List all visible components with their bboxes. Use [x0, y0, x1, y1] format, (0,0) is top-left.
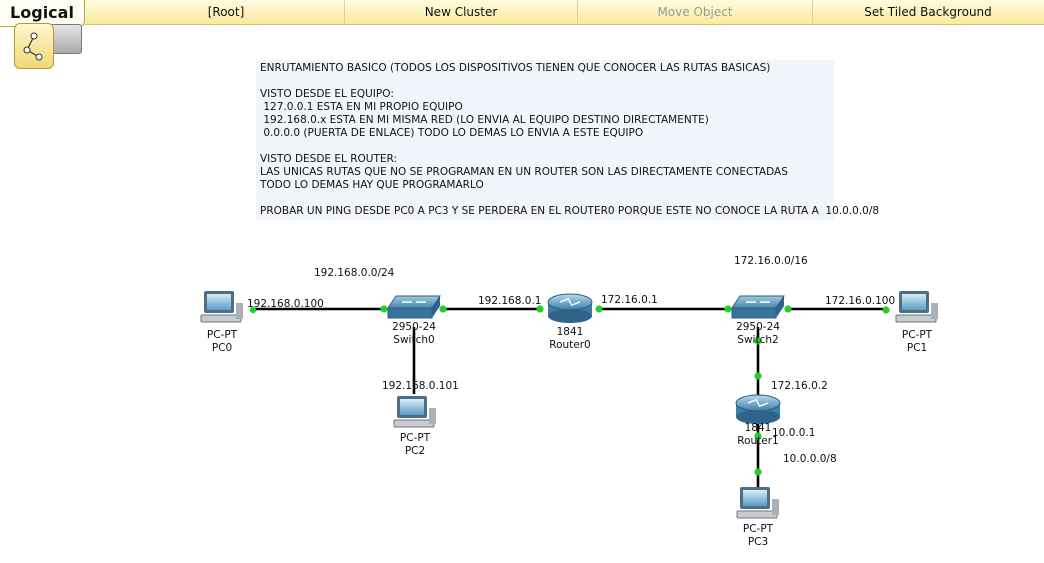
router1-model: 1841	[744, 422, 772, 434]
pc0-name: PC0	[211, 342, 233, 354]
note-line: ENRUTAMIENTO BASICO (TODOS LOS DISPOSITI…	[260, 62, 771, 74]
ip-label: 172.16.0.100	[825, 295, 896, 307]
note-line: VISTO DESDE EL EQUIPO:	[260, 88, 394, 100]
logical-topology-icon[interactable]	[14, 23, 54, 69]
pc2-model: PC-PT	[399, 432, 431, 444]
pc0-model: PC-PT	[206, 329, 238, 341]
router1-device	[735, 394, 781, 424]
note-line: 0.0.0.0 (PUERTA DE ENLACE) TODO LO DEMAS…	[260, 127, 644, 139]
router0-device	[547, 293, 593, 323]
pc3-device	[736, 487, 779, 519]
note-line: 127.0.0.1 ESTA EN MI PROPIO EQUIPO	[260, 101, 463, 113]
pc1-name: PC1	[906, 342, 928, 354]
note-line: PROBAR UN PING DESDE PC0 A PC3 Y SE PERD…	[260, 205, 880, 217]
ip-label: 192.168.0.100	[247, 298, 324, 310]
switch0-model: 2950-24	[392, 321, 436, 333]
pc1-device	[895, 291, 938, 323]
switch2-model: 2950-24	[736, 321, 780, 333]
note-line: VISTO DESDE EL ROUTER:	[260, 153, 398, 165]
pc3-model: PC-PT	[742, 523, 774, 535]
note-line: LAS UNICAS RUTAS QUE NO SE PROGRAMAN EN …	[260, 166, 788, 178]
pc3-name: PC3	[747, 536, 769, 548]
pc1-model: PC-PT	[901, 329, 933, 341]
note-line: TODO LO DEMAS HAY QUE PROGRAMARLO	[260, 179, 484, 191]
switch2-device	[731, 295, 785, 319]
switch2-name: Switch2	[737, 334, 779, 346]
ip-label: 192.168.0.101	[382, 380, 459, 392]
ip-label: 192.168.0.1	[478, 295, 542, 307]
move-object-button[interactable]: Move Object	[578, 0, 813, 24]
network-label: 192.168.0.0/24	[314, 267, 395, 279]
router0-name: Router0	[549, 339, 591, 351]
pc2-name: PC2	[404, 445, 426, 457]
router0-model: 1841	[556, 326, 584, 338]
root-button[interactable]: [Root]	[108, 0, 345, 24]
pc0-device	[200, 291, 243, 323]
network-label: 172.16.0.0/16	[734, 255, 808, 267]
ip-label: 172.16.0.2	[771, 380, 828, 392]
network-label: 10.0.0.0/8	[783, 453, 837, 465]
switch0-device	[387, 295, 441, 319]
new-cluster-button[interactable]: New Cluster	[345, 0, 578, 24]
ip-label: 10.0.0.1	[772, 427, 816, 439]
logical-view-tab[interactable]: Logical	[0, 0, 85, 27]
set-tiled-background-button[interactable]: Set Tiled Background	[864, 5, 992, 19]
switch0-name: Switch0	[393, 334, 435, 346]
link-status-dots	[249, 305, 890, 476]
ip-label: 172.16.0.1	[601, 294, 658, 306]
topology-note[interactable]: ENRUTAMIENTO BASICO (TODOS LOS DISPOSITI…	[256, 60, 879, 220]
note-line: 192.168.0.x ESTA EN MI MISMA RED (LO ENV…	[260, 114, 709, 126]
pc2-device	[393, 396, 436, 428]
workspace-toolbar: [Root] New Cluster Move Object Set Tiled…	[0, 0, 1044, 25]
router1-name: Router1	[737, 435, 779, 447]
